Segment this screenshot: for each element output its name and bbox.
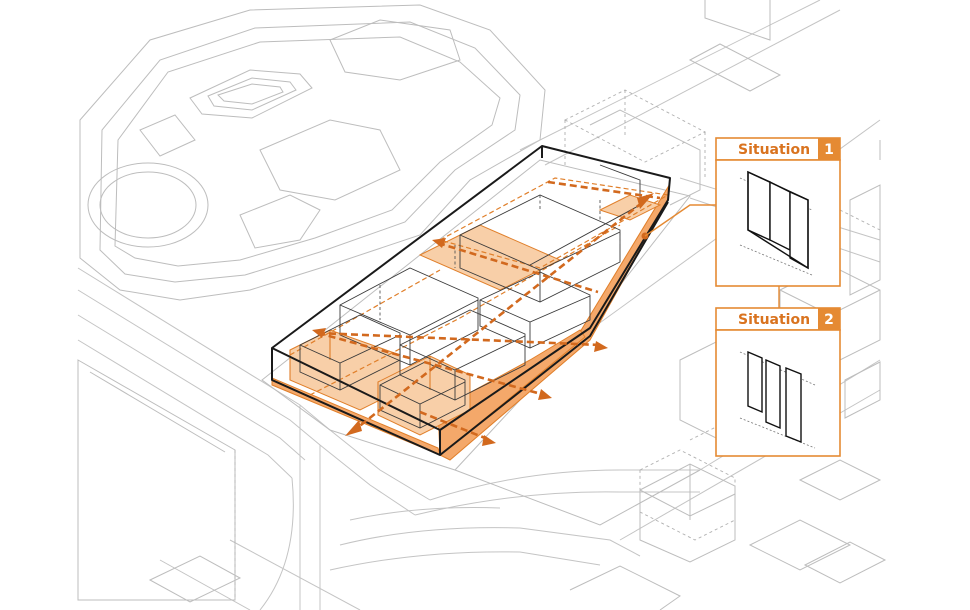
main-building-outline: [271, 145, 671, 456]
context-lower-left: [77, 359, 242, 603]
interior-volumes: [299, 164, 641, 429]
orange-volumes: [271, 177, 670, 461]
callout-title: Situation: [738, 142, 810, 158]
arrow-head-sw: [345, 420, 362, 436]
callout-leaders: [644, 204, 780, 308]
top-axis: [547, 180, 661, 200]
context-right-buildings: [564, 0, 887, 610]
callout-number: 1: [824, 142, 834, 158]
callout-number-badge: [818, 308, 840, 330]
callout-number: 2: [824, 312, 834, 328]
main-diagonal-axis: [351, 196, 649, 434]
situation-callout-1[interactable]: Situation 1: [715, 137, 841, 287]
context-upper-left: [79, 4, 546, 301]
situation-callout-2[interactable]: Situation 2: [715, 307, 841, 457]
facade-panels-staggered: [739, 350, 816, 449]
cross-axis-lower: [317, 331, 601, 347]
circulation-axes: [312, 180, 661, 446]
callout-title: Situation: [738, 312, 810, 328]
cross-axis-upper: [437, 241, 599, 294]
callout-number-badge: [818, 138, 840, 160]
context-roads: [77, 0, 881, 610]
facade-panels-aligned: [739, 170, 813, 276]
